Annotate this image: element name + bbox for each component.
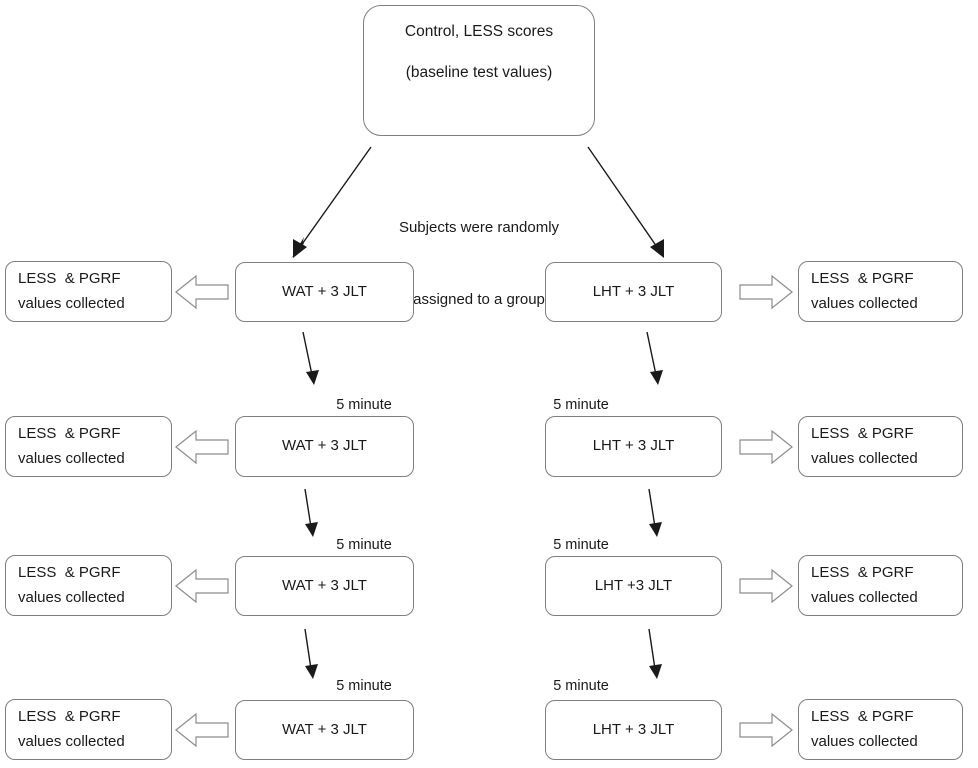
block-arrow-right-4: [739, 712, 793, 748]
protocol-lht-4-label: LHT + 3 JLT: [592, 720, 675, 738]
block-arrow-left-2: [175, 429, 229, 465]
outcome-node-left-1: LESS & PGRF values collected: [5, 261, 172, 322]
outcome-left-3-line-2: values collected: [18, 588, 125, 606]
outcome-left-1-line-1: LESS & PGRF: [18, 270, 121, 288]
break-label-left-3-line-1: 5 minute: [336, 677, 392, 694]
outcome-right-2-line-2: values collected: [811, 449, 918, 467]
randomization-label-line-1: Subjects were randomly: [398, 219, 560, 236]
protocol-node-wat-4: WAT + 3 JLT: [235, 700, 414, 760]
randomization-arrow-right: [587, 146, 664, 258]
block-arrow-right-3: [739, 568, 793, 604]
control-baseline-node: Control, LESS scores (baseline test valu…: [363, 5, 595, 136]
protocol-wat-1-label: WAT + 3 JLT: [282, 282, 367, 300]
outcome-right-2-line-1: LESS & PGRF: [811, 425, 914, 443]
block-arrow-right-2: [739, 429, 793, 465]
protocol-wat-3-label: WAT + 3 JLT: [282, 576, 367, 594]
break-arrow-left-3: [304, 628, 318, 679]
outcome-left-1-line-2: values collected: [18, 294, 125, 312]
break-label-left-1-line-1: 5 minute: [336, 396, 392, 413]
protocol-wat-4-label: WAT + 3 JLT: [282, 720, 367, 738]
break-arrow-right-3: [648, 628, 662, 679]
protocol-node-lht-3: LHT +3 JLT: [545, 556, 722, 616]
protocol-node-lht-2: LHT + 3 JLT: [545, 416, 722, 477]
outcome-right-4-line-1: LESS & PGRF: [811, 708, 914, 726]
outcome-right-4-line-2: values collected: [811, 732, 918, 750]
outcome-node-left-2: LESS & PGRF values collected: [5, 416, 172, 477]
protocol-wat-2-label: WAT + 3 JLT: [282, 437, 367, 455]
outcome-left-4-line-1: LESS & PGRF: [18, 708, 121, 726]
break-arrow-right-1: [646, 331, 663, 385]
randomization-label: Subjects were randomly assigned to a gro…: [381, 168, 577, 360]
outcome-left-4-line-2: values collected: [18, 732, 125, 750]
break-label-right-3-line-1: 5 minute: [553, 677, 609, 694]
block-arrow-left-1: [175, 274, 229, 310]
control-baseline-line-1: Control, LESS scores: [404, 23, 554, 40]
block-arrow-right-1: [739, 274, 793, 310]
break-arrow-left-1: [302, 331, 319, 385]
control-baseline-line-2: (baseline test values): [405, 64, 553, 82]
protocol-lht-1-label: LHT + 3 JLT: [592, 282, 675, 300]
outcome-node-right-4: LESS & PGRF values collected: [798, 699, 963, 760]
protocol-node-lht-4: LHT + 3 JLT: [545, 700, 722, 760]
protocol-node-wat-2: WAT + 3 JLT: [235, 416, 414, 477]
outcome-right-1-line-2: values collected: [811, 294, 918, 312]
protocol-lht-3-label: LHT +3 JLT: [594, 576, 673, 594]
protocol-lht-2-label: LHT + 3 JLT: [592, 437, 675, 455]
protocol-node-lht-1: LHT + 3 JLT: [545, 262, 722, 322]
outcome-node-right-1: LESS & PGRF values collected: [798, 261, 963, 322]
outcome-node-left-4: LESS & PGRF values collected: [5, 699, 172, 760]
block-arrow-left-4: [175, 712, 229, 748]
protocol-node-wat-3: WAT + 3 JLT: [235, 556, 414, 616]
break-arrow-right-2: [648, 488, 662, 537]
break-label-right-1-line-1: 5 minute: [553, 396, 609, 413]
randomization-arrow-left: [291, 146, 372, 259]
outcome-left-2-line-1: LESS & PGRF: [18, 425, 121, 443]
break-label-right-2-line-1: 5 minute: [553, 536, 609, 553]
outcome-node-left-3: LESS & PGRF values collected: [5, 555, 172, 616]
outcome-node-right-3: LESS & PGRF values collected: [798, 555, 963, 616]
outcome-node-right-2: LESS & PGRF values collected: [798, 416, 963, 477]
outcome-right-1-line-1: LESS & PGRF: [811, 270, 914, 288]
outcome-right-3-line-1: LESS & PGRF: [811, 564, 914, 582]
block-arrow-left-3: [175, 568, 229, 604]
outcome-right-3-line-2: values collected: [811, 588, 918, 606]
break-arrow-left-2: [304, 488, 318, 537]
randomization-label-line-2: assigned to a group: [413, 291, 545, 308]
break-label-left-2-line-1: 5 minute: [336, 536, 392, 553]
protocol-node-wat-1: WAT + 3 JLT: [235, 262, 414, 322]
outcome-left-2-line-2: values collected: [18, 449, 125, 467]
outcome-left-3-line-1: LESS & PGRF: [18, 564, 121, 582]
